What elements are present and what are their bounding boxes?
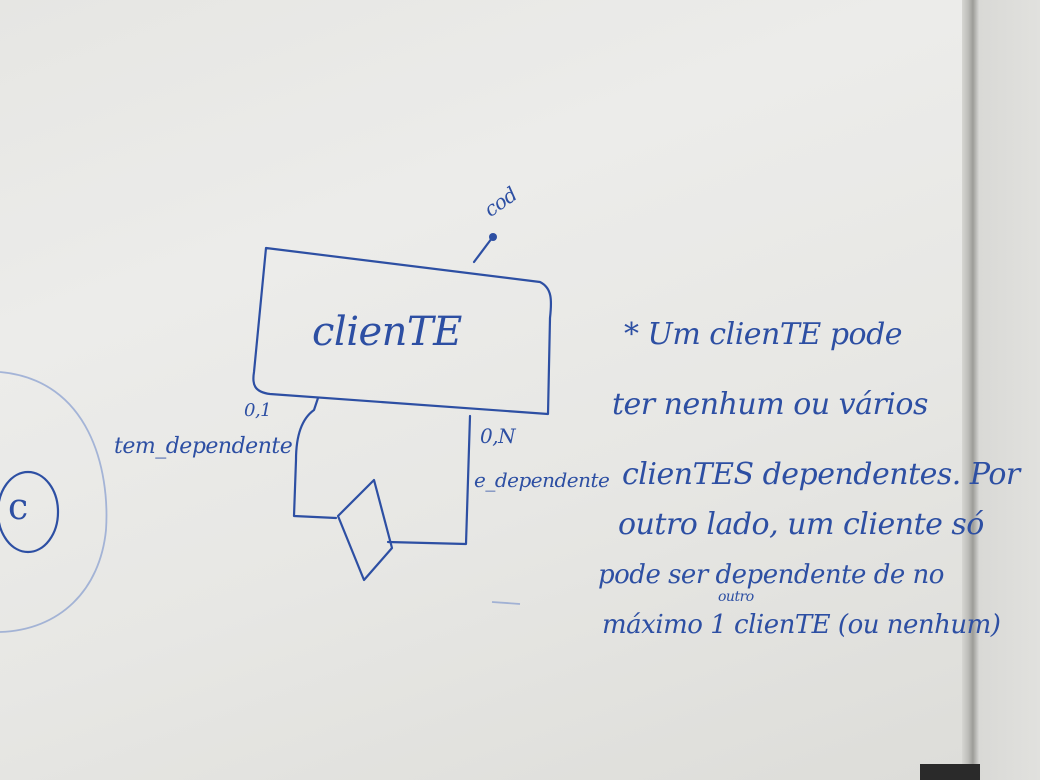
attribute-dot <box>489 233 497 241</box>
attribute-line <box>472 236 494 264</box>
note-line: clienTES dependentes. Por <box>622 457 1020 492</box>
note-line: máximo 1 clienTE (ou nenhum) <box>602 610 1001 640</box>
note-line: * Um clienTE pode <box>624 317 903 352</box>
marker-tray <box>920 764 980 780</box>
note-insertion: outro <box>718 589 754 605</box>
cardinality-right: 0,N <box>480 424 516 448</box>
entity-box <box>252 246 553 416</box>
relationship-label-right: e_dependente <box>474 468 610 492</box>
relationship-line-right <box>386 414 472 546</box>
entity-label: clienTE <box>312 309 462 355</box>
circle-letter: c <box>8 487 28 528</box>
note-line: ter nenhum ou vários <box>612 387 928 422</box>
relationship-label-left: tem_dependente <box>114 434 293 459</box>
note-line: pode ser dependente de no <box>598 560 944 590</box>
relationship-diamond <box>336 478 394 582</box>
note-line: outro lado, um cliente só <box>618 507 984 542</box>
faint-mark <box>491 601 521 605</box>
cardinality-left: 0,1 <box>244 400 272 421</box>
letter-circle <box>0 470 60 554</box>
circle-outline <box>0 371 108 633</box>
relationship-line-left <box>292 396 338 520</box>
whiteboard-frame <box>962 0 1040 780</box>
